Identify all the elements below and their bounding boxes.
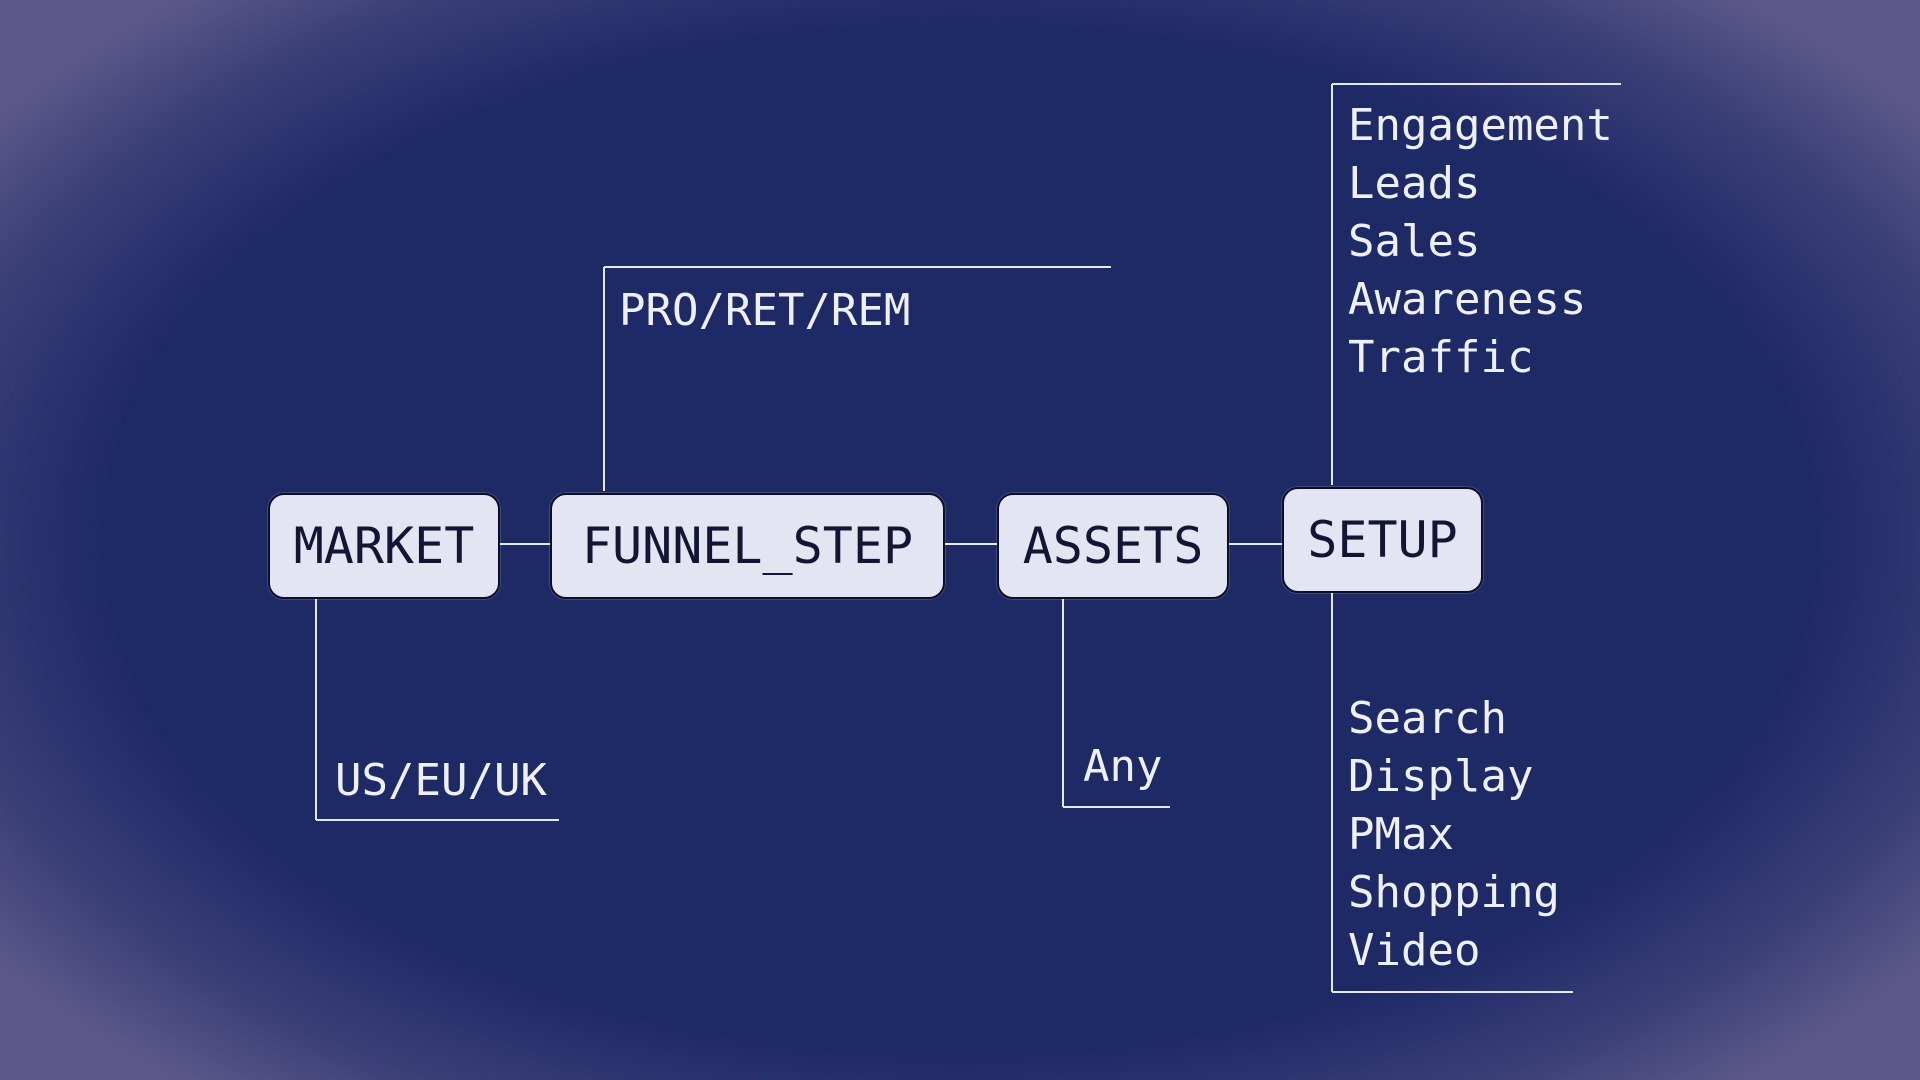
objective-item: Traffic	[1348, 332, 1534, 383]
objective-item: Leads	[1348, 158, 1481, 209]
setup-objectives-list: Engagement Leads Sales Awareness Traffic	[1348, 97, 1613, 387]
node-market-label: MARKET	[293, 517, 475, 575]
node-funnel-step: FUNNEL_STEP	[550, 493, 945, 599]
assets-values-label: Any	[1083, 741, 1163, 792]
objective-item: Engagement	[1348, 100, 1613, 151]
campaign-type-item: Video	[1348, 925, 1481, 976]
node-assets: ASSETS	[997, 493, 1229, 599]
node-assets-label: ASSETS	[1022, 517, 1204, 575]
campaign-type-item: PMax	[1348, 809, 1454, 860]
node-setup-label: SETUP	[1307, 511, 1458, 569]
node-setup: SETUP	[1282, 487, 1483, 593]
campaign-type-item: Shopping	[1348, 867, 1560, 918]
market-values-label: US/EU/UK	[335, 755, 547, 806]
campaign-type-item: Display	[1348, 751, 1534, 802]
campaign-type-item: Search	[1348, 693, 1507, 744]
node-funnel-step-label: FUNNEL_STEP	[581, 517, 914, 575]
objective-item: Sales	[1348, 216, 1481, 267]
objective-item: Awareness	[1348, 274, 1587, 325]
funnel-step-values-label: PRO/RET/REM	[619, 285, 911, 336]
setup-campaign-types-list: Search Display PMax Shopping Video	[1348, 690, 1560, 980]
node-market: MARKET	[268, 493, 500, 599]
